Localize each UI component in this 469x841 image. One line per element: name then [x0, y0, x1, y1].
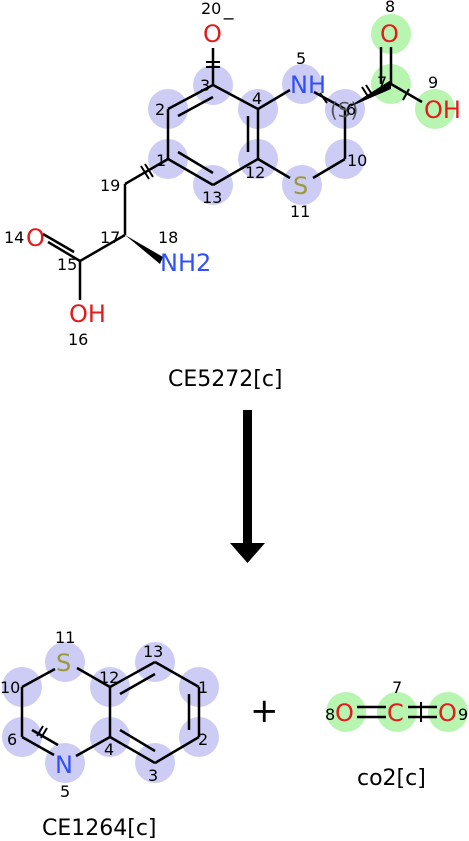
svg-text:1: 1: [156, 151, 166, 170]
svg-text:17: 17: [100, 228, 120, 247]
atom-o20-charge: −: [222, 9, 235, 28]
product1-bonds: [20, 660, 201, 765]
svg-text:3: 3: [200, 76, 210, 95]
svg-text:12: 12: [99, 668, 119, 687]
svg-text:8: 8: [325, 705, 335, 724]
atom-oh16: OH: [69, 300, 106, 328]
product2-highlights: [326, 692, 468, 732]
svg-text:2: 2: [198, 730, 208, 749]
p2-atom-c7: C: [387, 699, 404, 727]
atom-o20: O: [203, 20, 222, 48]
svg-text:7: 7: [392, 678, 402, 697]
p2-atom-o9: O: [438, 699, 457, 727]
reaction-arrow: [230, 410, 265, 563]
svg-text:20: 20: [201, 0, 221, 18]
svg-text:1: 1: [198, 678, 208, 697]
reactant-bonds: [42, 47, 423, 300]
product1-name: CE1264[c]: [42, 816, 157, 841]
svg-text:18: 18: [158, 228, 178, 247]
product1-atom-numbers: 11 13 12 1 10 2 6 4 5 3: [0, 628, 208, 801]
p1-atom-s11: S: [56, 649, 71, 677]
svg-text:10: 10: [0, 678, 20, 697]
svg-text:5: 5: [296, 49, 306, 68]
p2-atom-o8: O: [335, 699, 354, 727]
svg-text:11: 11: [55, 628, 75, 647]
atom-o8: O: [380, 20, 399, 48]
reactant-name: CE5272[c]: [168, 367, 283, 392]
product2-name: co2[c]: [357, 766, 426, 791]
svg-text:2: 2: [155, 100, 165, 119]
svg-text:4: 4: [252, 89, 262, 108]
atom-n5: NH: [290, 71, 326, 99]
svg-text:13: 13: [202, 188, 222, 207]
svg-text:12: 12: [245, 163, 265, 182]
wedge-bond-17-18: [125, 235, 163, 264]
svg-text:19: 19: [100, 176, 120, 195]
svg-text:6: 6: [346, 100, 356, 119]
atom-oh9: OH: [424, 96, 461, 124]
svg-text:7: 7: [377, 73, 387, 92]
svg-text:15: 15: [57, 255, 77, 274]
svg-text:9: 9: [428, 73, 438, 92]
svg-text:5: 5: [60, 782, 70, 801]
svg-text:3: 3: [148, 766, 158, 785]
svg-text:9: 9: [458, 705, 468, 724]
svg-text:6: 6: [7, 730, 17, 749]
product2-atom-numbers: 7 8 9: [325, 678, 468, 724]
wedge-bond-6-7: [345, 80, 391, 109]
reactant-cut-marks: [140, 61, 410, 180]
atom-o14: O: [26, 224, 45, 252]
stereo-label: (S): [330, 98, 358, 122]
p1-atom-n5: N: [55, 751, 73, 779]
svg-text:13: 13: [143, 642, 163, 661]
product2-bonds: [357, 705, 437, 719]
plus-sign: +: [250, 691, 279, 731]
svg-text:14: 14: [4, 228, 24, 247]
atom-s11: S: [293, 172, 308, 200]
reactant-atom-numbers: 20 3 2 1 4 5 6 7 8 9 10 11 12 13 14 15 1…: [4, 0, 438, 349]
product1-cut-marks: [36, 725, 48, 739]
svg-text:16: 16: [68, 330, 88, 349]
svg-text:8: 8: [385, 0, 395, 16]
svg-text:11: 11: [290, 202, 310, 221]
svg-text:4: 4: [104, 740, 114, 759]
svg-text:10: 10: [347, 151, 367, 170]
atom-nh2-18: NH2: [160, 249, 211, 277]
